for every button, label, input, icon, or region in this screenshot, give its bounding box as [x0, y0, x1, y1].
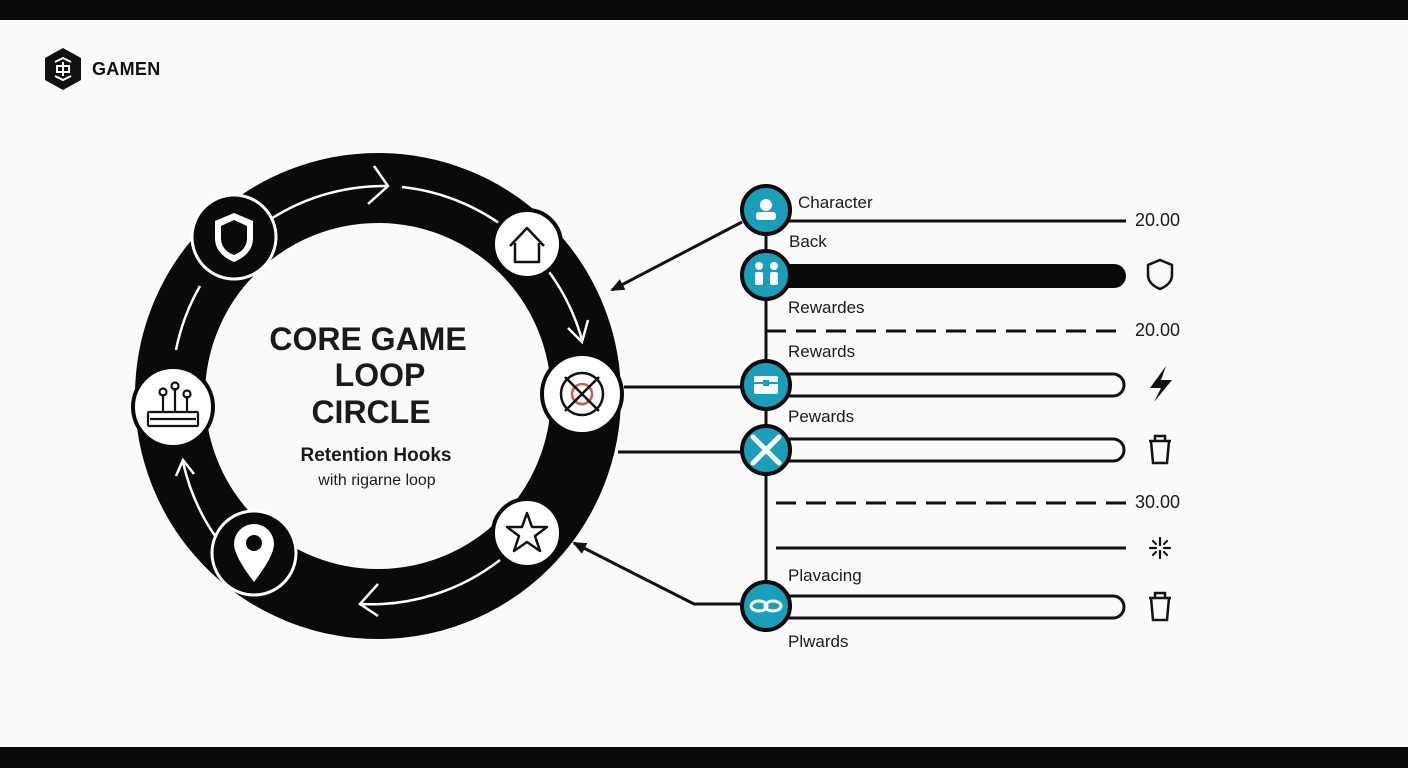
- value-3: 30.00: [1135, 492, 1180, 512]
- label-pewards: Pewards: [788, 407, 854, 426]
- brand-name: GAMEN: [92, 58, 161, 79]
- link-icon: [749, 599, 783, 613]
- loop-node-star[interactable]: [491, 497, 563, 569]
- label-rewardes: Rewardes: [788, 298, 865, 317]
- value-1: 20.00: [1135, 210, 1180, 230]
- label-back: Back: [789, 232, 827, 251]
- loop-arrow-top-left: [261, 184, 389, 227]
- loop-node-shield[interactable]: [190, 193, 278, 281]
- loop-arrow-head-right: [567, 319, 590, 345]
- label-character: Character: [798, 193, 873, 212]
- hex-logo-icon: [45, 48, 81, 90]
- loop-arrow-head-top: [367, 165, 390, 205]
- loop-arrow-head-left: [174, 457, 195, 477]
- shield-outline-icon: [1146, 258, 1174, 291]
- connector-arrow-bottom: [572, 541, 742, 606]
- target-icon: [559, 371, 605, 417]
- loop-node-target[interactable]: [540, 352, 624, 436]
- row-chest[interactable]: [740, 359, 792, 411]
- sparkle-icon: [1148, 536, 1172, 560]
- label-plavacing: Plavacing: [788, 566, 862, 585]
- loop-title-line-2: LOOP: [335, 357, 426, 393]
- base-icon: [146, 381, 200, 428]
- trash-icon: [1149, 434, 1171, 465]
- track-bar-back: [770, 264, 1126, 288]
- loop-arrow-head-bottom: [358, 583, 379, 618]
- track-bar-link: [770, 594, 1126, 620]
- row-link[interactable]: [740, 580, 792, 632]
- loop-caption: with rigarne loop: [317, 472, 436, 489]
- brand[interactable]: GAMEN: [44, 47, 161, 91]
- loop-node-base[interactable]: [131, 365, 215, 449]
- loop-node-home[interactable]: [491, 208, 563, 280]
- row-back[interactable]: [740, 249, 792, 301]
- loop-title-line-3: CIRCLE: [311, 394, 430, 430]
- label-rewards: Rewards: [788, 342, 855, 361]
- loop-node-map-pin[interactable]: [210, 509, 298, 597]
- loop-arrow-bottom: [359, 559, 501, 606]
- row-character[interactable]: [740, 184, 792, 236]
- map-pin-icon: [234, 524, 274, 582]
- label-plwards: Plwards: [788, 632, 848, 651]
- top-frame-bar: [0, 0, 1408, 20]
- trash-icon: [1149, 591, 1171, 622]
- chest-icon: [754, 376, 778, 394]
- track-bar-crossed: [770, 437, 1126, 463]
- value-2: 20.00: [1135, 320, 1180, 340]
- star-icon: [505, 511, 549, 553]
- character-icon: [756, 199, 776, 220]
- bottom-frame-bar: [0, 747, 1408, 768]
- loop-title-line-1: CORE GAME: [269, 321, 466, 357]
- people-icon: [755, 262, 778, 285]
- track-bar-chest: [770, 372, 1126, 398]
- loop-arrow-upper-left: [174, 285, 202, 351]
- lightning-icon: [1150, 366, 1172, 402]
- home-icon: [509, 226, 545, 264]
- loop-subtitle: Retention Hooks: [301, 445, 452, 466]
- crossed-swords-icon: [750, 434, 782, 466]
- row-crossed[interactable]: [740, 424, 792, 476]
- connector-arrow-top: [610, 220, 743, 292]
